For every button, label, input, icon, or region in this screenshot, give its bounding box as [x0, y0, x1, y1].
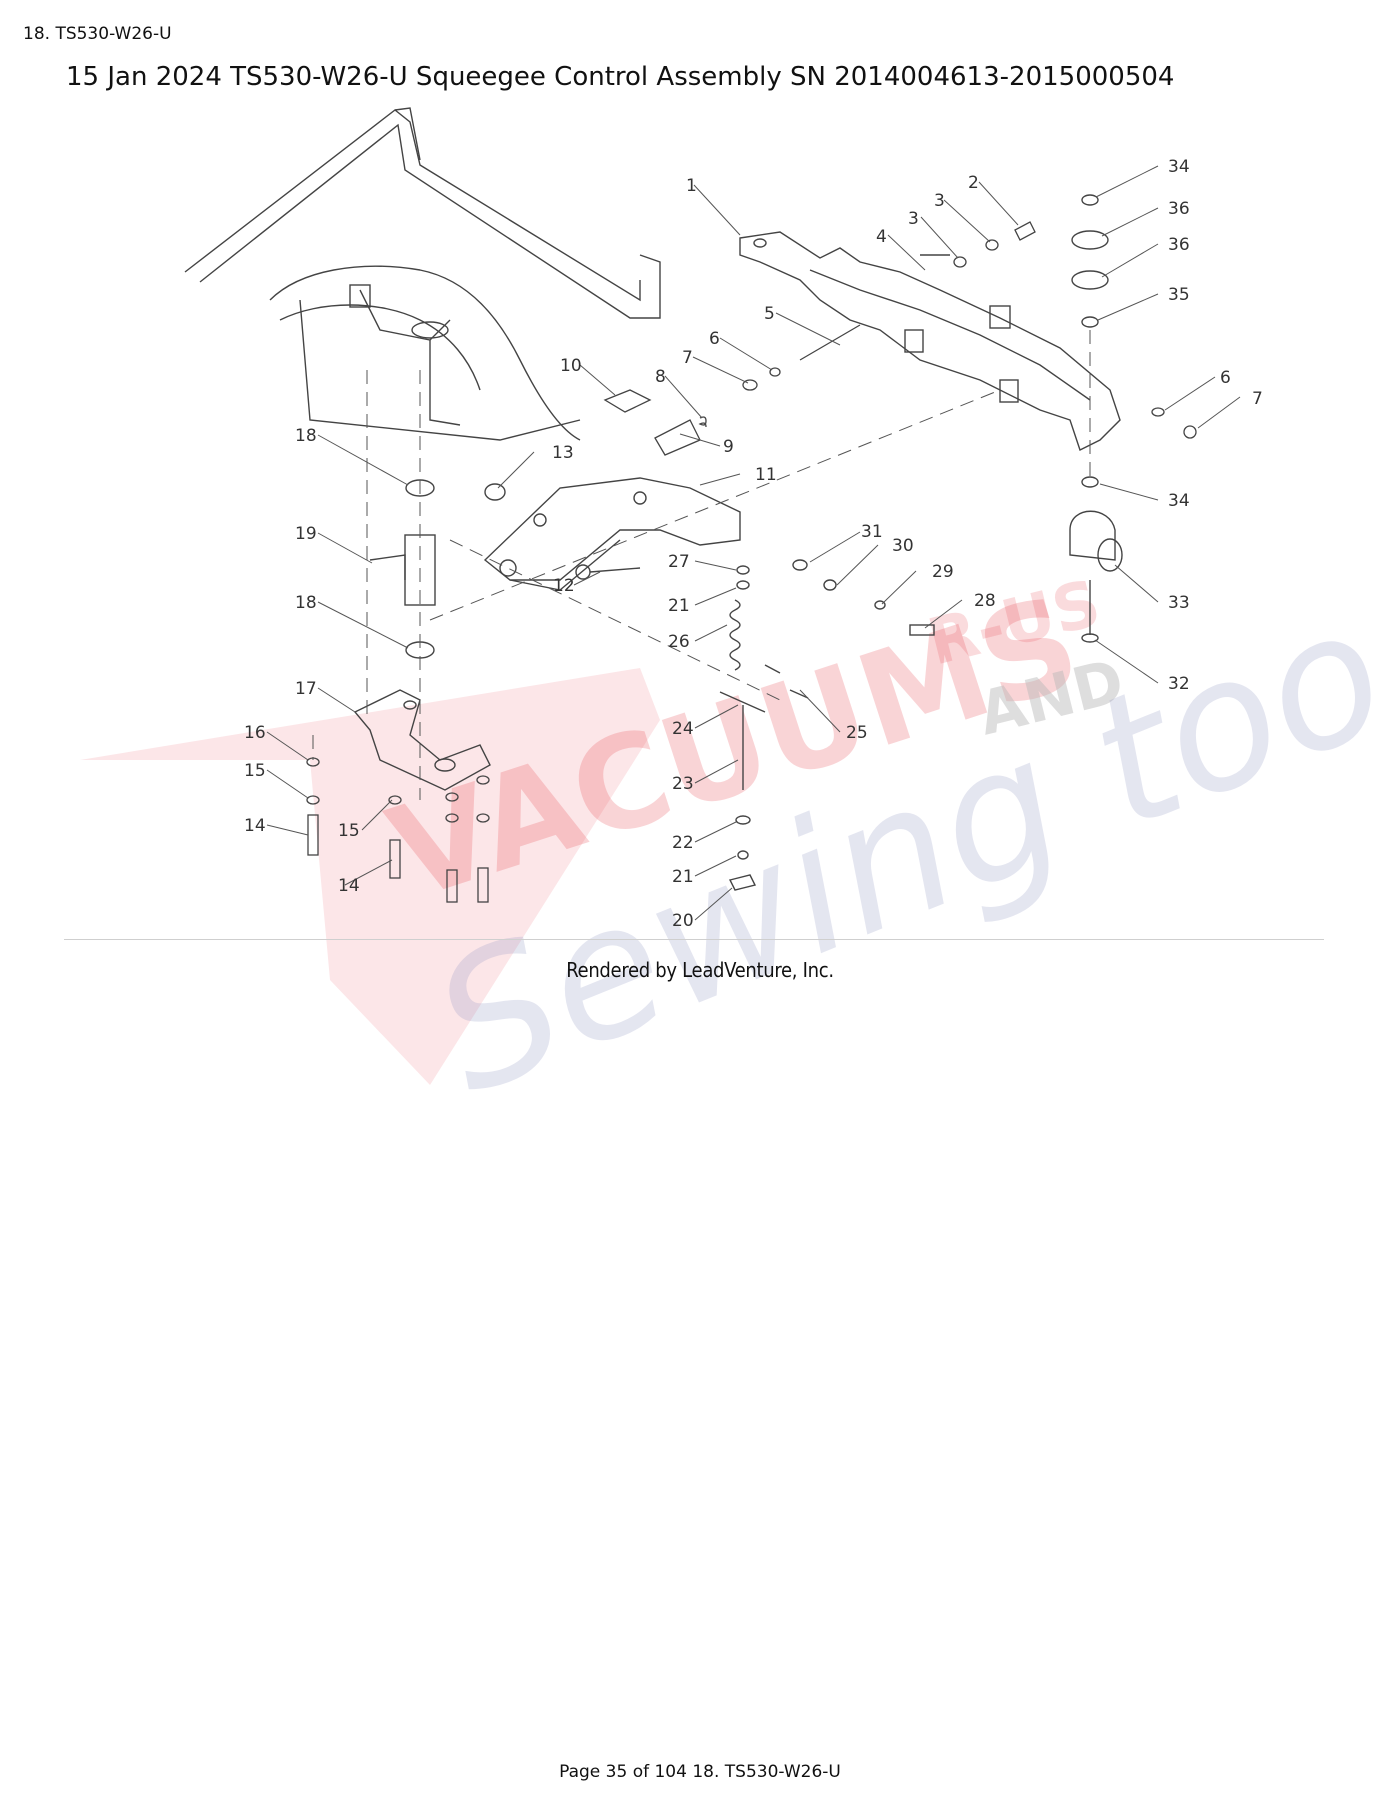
- frame: [184, 107, 661, 441]
- callout-18a: 18: [295, 426, 317, 446]
- callout-10: 10: [560, 356, 582, 376]
- callout-14a: 14: [244, 816, 266, 836]
- squeegee-frame: [739, 231, 1121, 451]
- callout-15a: 15: [244, 761, 266, 781]
- callout-9: 9: [723, 437, 734, 457]
- callout-2: 2: [968, 173, 979, 193]
- callout-26: 26: [668, 632, 690, 652]
- callout-14b: 14: [338, 876, 360, 896]
- callout-15b: 15: [338, 821, 360, 841]
- callout-21b: 21: [672, 867, 694, 887]
- page-footer: Page 35 of 104 18. TS530-W26-U: [559, 1762, 841, 1782]
- callout-22: 22: [672, 833, 694, 853]
- callout-18b: 18: [295, 593, 317, 613]
- callout-30: 30: [892, 536, 914, 556]
- callout-17: 17: [295, 679, 317, 699]
- callout-35: 35: [1168, 285, 1190, 305]
- callout-5: 5: [764, 304, 775, 324]
- callout-31: 31: [861, 522, 883, 542]
- callout-36a: 36: [1168, 199, 1190, 219]
- caster-assembly: [1069, 194, 1123, 643]
- callout-34b: 34: [1168, 491, 1190, 511]
- callout-16: 16: [244, 723, 266, 743]
- mount-plate: [353, 689, 491, 791]
- header-label: 18. TS530-W26-U: [23, 24, 172, 44]
- lift-arm: [483, 477, 741, 591]
- callout-25: 25: [846, 723, 868, 743]
- callout-24: 24: [672, 719, 694, 739]
- pivot-bracket: [369, 479, 436, 659]
- callout-3a: 3: [934, 191, 945, 211]
- callout-23: 23: [672, 774, 694, 794]
- callout-4: 4: [876, 227, 887, 247]
- callout-1: 1: [686, 176, 697, 196]
- callout-8: 8: [655, 367, 666, 387]
- callout-21a: 21: [668, 596, 690, 616]
- callout-33: 33: [1168, 593, 1190, 613]
- callout-20: 20: [672, 911, 694, 931]
- callout-28: 28: [974, 591, 996, 611]
- spring-hardware: [484, 483, 935, 891]
- linkage-hardware: [603, 221, 1197, 456]
- callout-13: 13: [552, 443, 574, 463]
- alignment-lines: [312, 330, 1091, 800]
- callout-labels: 1 2 3 3 4 5 6 7 8 10 9 11 13 18 19 18 17…: [244, 157, 1263, 931]
- callout-7a: 7: [682, 348, 693, 368]
- leader-lines: [266, 165, 1241, 921]
- callout-27: 27: [668, 552, 690, 572]
- callout-12: 12: [553, 576, 575, 596]
- rendered-by: Rendered by LeadVenture, Inc.: [566, 958, 834, 982]
- callout-11: 11: [755, 465, 777, 485]
- callout-3b: 3: [908, 209, 919, 229]
- page-title: 15 Jan 2024 TS530-W26-U Squeegee Control…: [66, 62, 1175, 92]
- callout-19: 19: [295, 524, 317, 544]
- divider: [64, 939, 1324, 940]
- callout-32: 32: [1168, 674, 1190, 694]
- callout-34a: 34: [1168, 157, 1190, 177]
- callout-7b: 7: [1252, 389, 1263, 409]
- callout-6b: 6: [1220, 368, 1231, 388]
- watermark: VACUUMS R-US AND Sewing too: [80, 567, 1400, 1135]
- callout-36b: 36: [1168, 235, 1190, 255]
- callout-29: 29: [932, 562, 954, 582]
- callout-6a: 6: [709, 329, 720, 349]
